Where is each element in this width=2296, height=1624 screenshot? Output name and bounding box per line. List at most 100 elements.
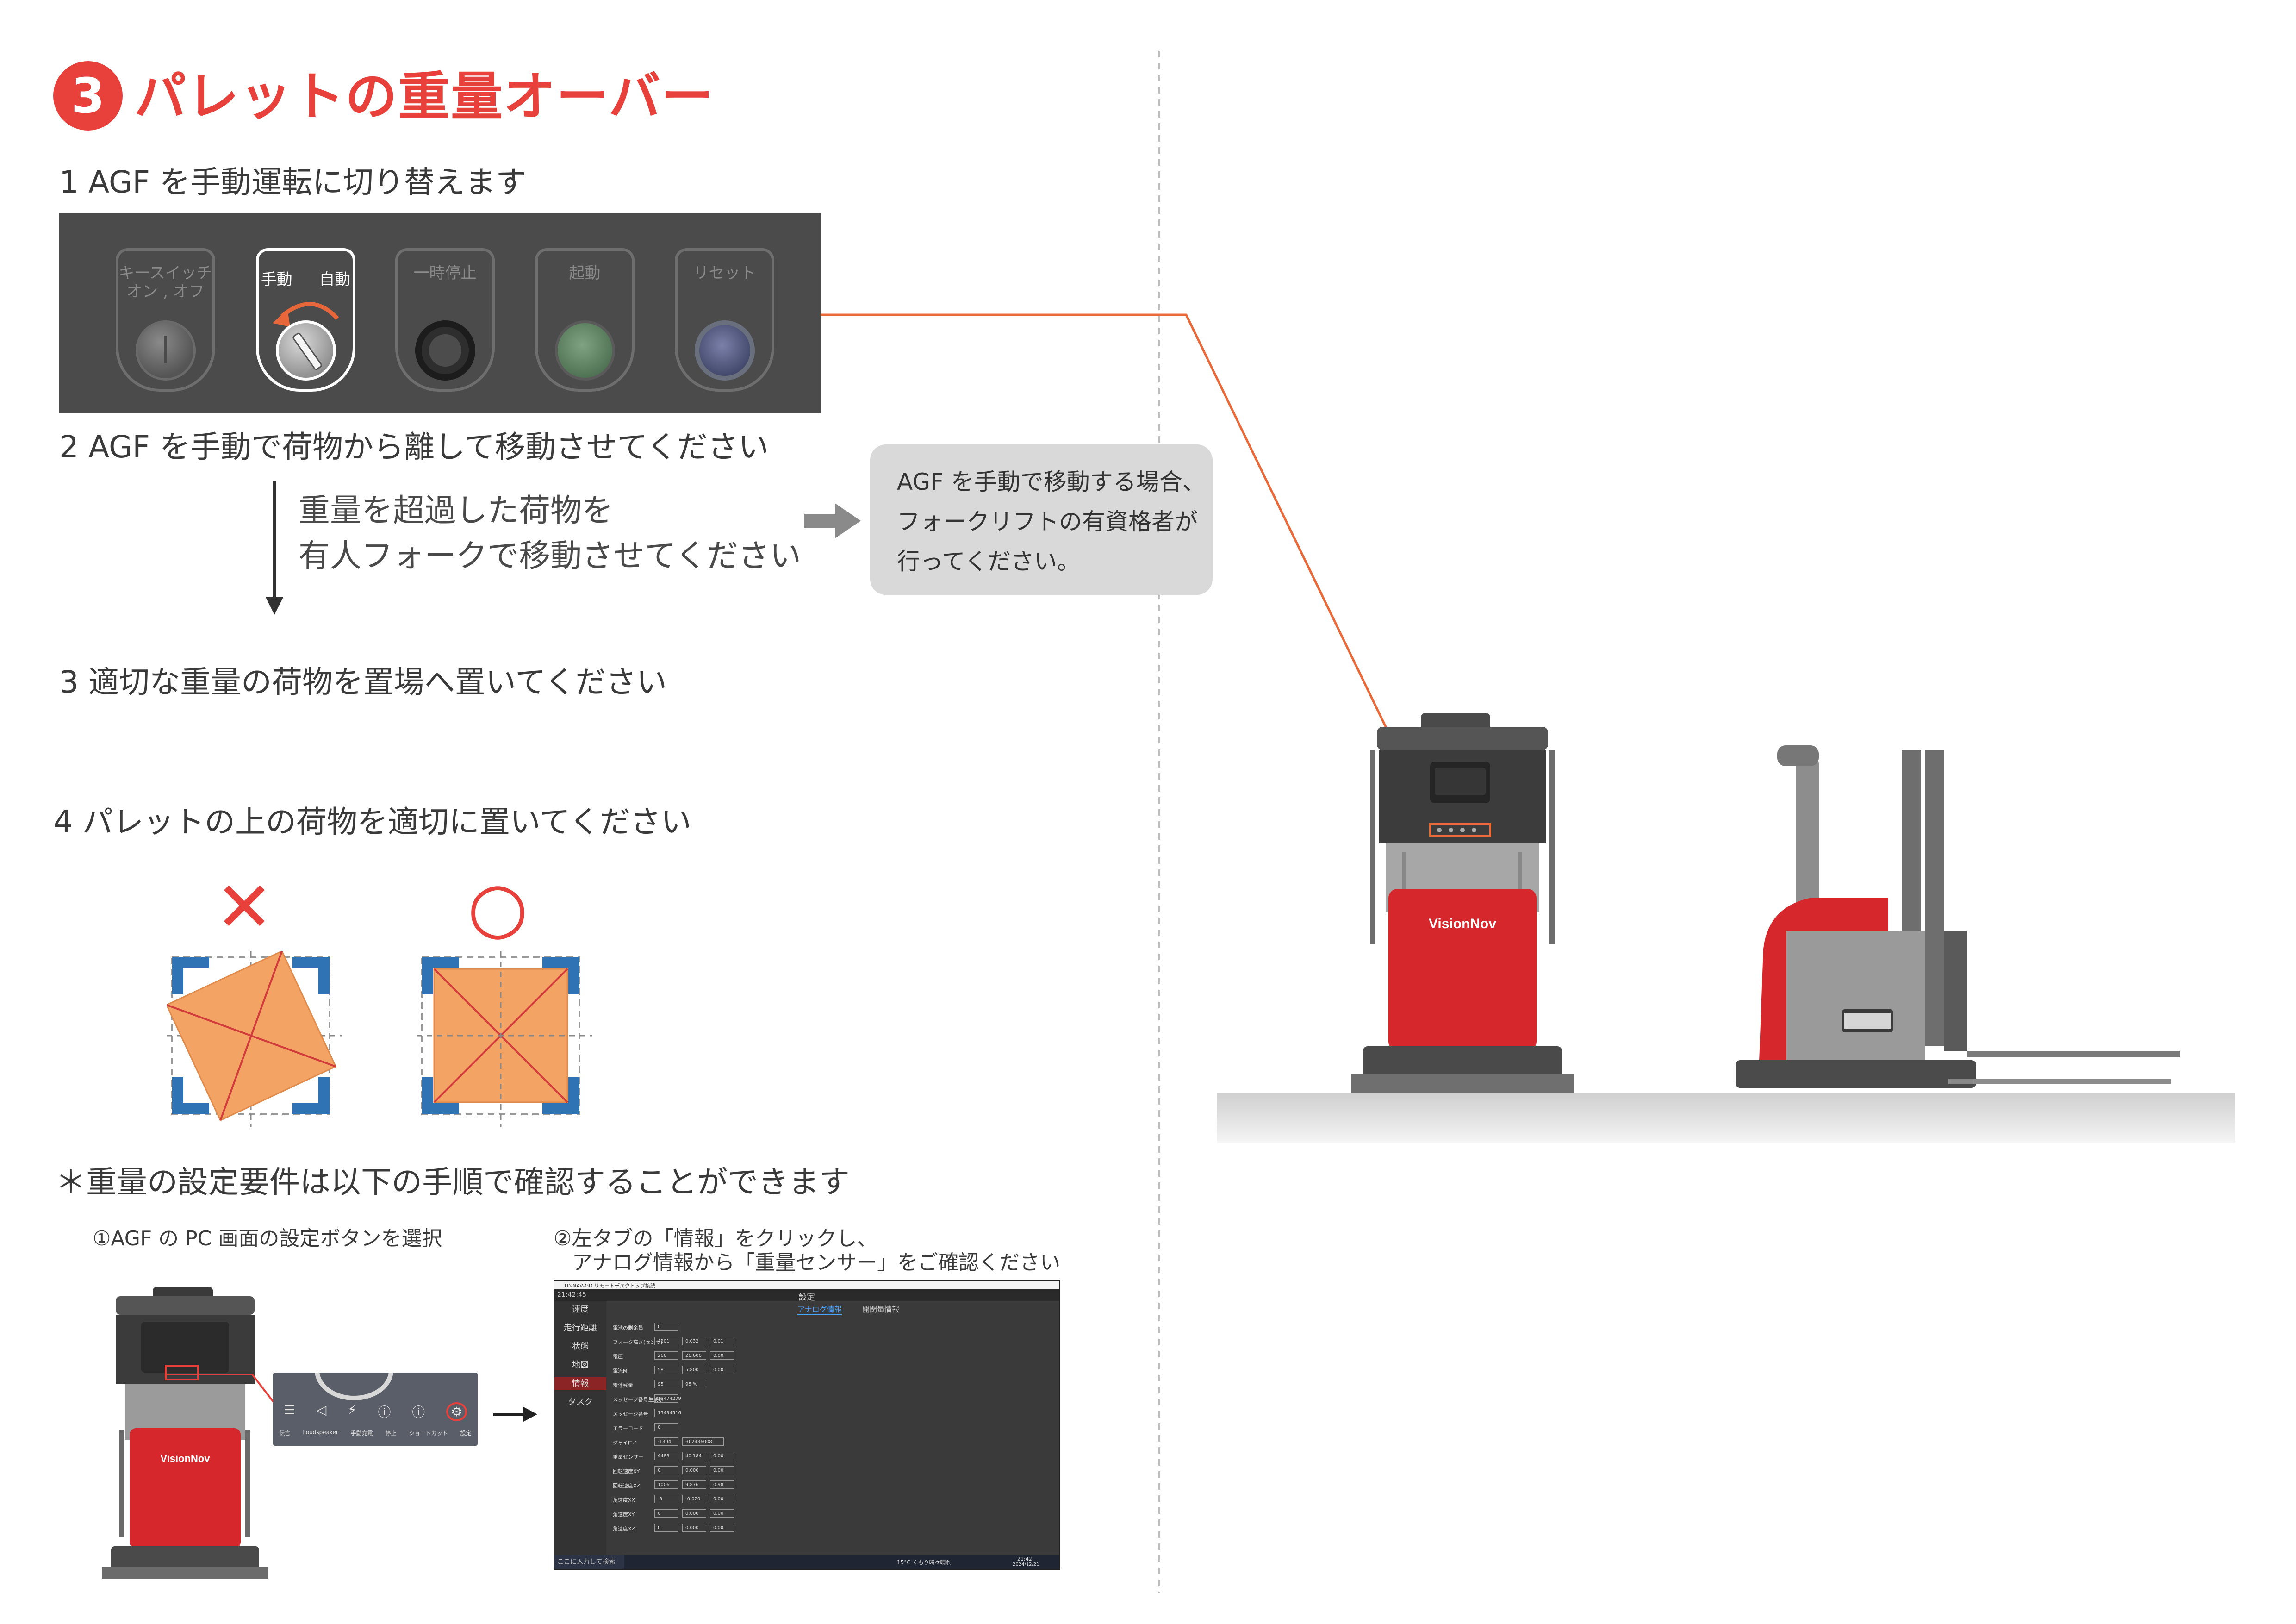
row-label: 回転速度XZ [613,1483,641,1489]
start-control: 起動 [535,248,635,392]
panel-connector-line [821,313,1440,837]
down-arrow-icon [266,481,283,615]
row-value: -1304 [654,1437,678,1446]
toolbar-label-loudspeaker: Loudspeaker [303,1429,338,1436]
toolbar-label-charge: 手動充電 [350,1430,373,1437]
row-label: 電池の剰余量 [613,1325,643,1331]
row-value: 0 [654,1423,678,1431]
row-label: メッセージ番号 [613,1411,648,1417]
row-value: 0.00 [710,1366,734,1374]
arrow-note: 重量を超過した荷物を 有人フォークで移動させてください [299,488,801,579]
screen-sidebar: 速度 走行距離 状態 地図 情報 タスク [554,1301,606,1555]
key-switch-label: キースイッチ [118,264,212,282]
forklift-illustration [1736,745,2180,1088]
row-value: -3 [654,1495,678,1503]
loudspeaker-icon[interactable]: ◁ [316,1402,327,1418]
mode-switch-control: 手動 自動 [256,248,355,392]
taskbar-clock: 21:42 [1017,1556,1032,1562]
row-label: 電圧 [613,1354,623,1360]
shortcut-icon[interactable]: ⓘ [412,1405,425,1420]
row-value: 0.00 [710,1509,734,1518]
row-label: 重量センサー [613,1454,643,1460]
auto-label: 自動 [319,270,351,289]
arrow-note-line-1: 重量を超過した荷物を [299,493,614,529]
step-2-text: 2 AGF を手動で荷物から離して移動させてください [59,429,769,465]
key-switch-knob-icon [135,320,196,381]
next-arrow-icon [493,1407,537,1422]
row-value: 0.00 [710,1524,734,1532]
sidebar-item-status[interactable]: 状態 [572,1342,589,1351]
row-value: 0.00 [710,1466,734,1474]
sidebar-item-map[interactable]: 地図 [572,1360,589,1370]
key-switch-control: キースイッチ オン , オフ [116,248,215,392]
requirements-sub-2-line-2: アナログ情報から「重量センサー」をご確認ください [572,1251,1061,1274]
toolbar-label-settings: 設定 [460,1430,472,1437]
row-value: 0 [654,1466,678,1474]
row-label: フォーク高さ(センサ) [613,1339,663,1345]
window-title: TD-NAV-GD リモートデスクトップ接続 [564,1283,655,1289]
row-label: 角速度XZ [613,1526,635,1532]
requirements-text: ＊重量の設定要件は以下の手順で確認することができます [56,1164,850,1200]
row-value: -0.020 [682,1495,706,1503]
row-label: 角速度XY [613,1512,635,1518]
step-1-text: 1 AGF を手動運転に切り替えます [59,164,527,200]
row-value: 9.876 [682,1480,706,1489]
correct-placement-diagram [417,951,592,1127]
toolbar-label-stop: 停止 [385,1430,397,1437]
taskbar-weather: 15°C くもり時々晴れ [897,1559,952,1566]
row-value: 15494516 [654,1409,681,1417]
pause-control: 一時停止 [395,248,495,392]
row-value: 0.000 [682,1524,706,1532]
row-label: エラーコード [613,1425,643,1431]
tab-open-close-info[interactable]: 開閉量情報 [862,1305,900,1314]
sidebar-item-speed[interactable]: 速度 [572,1305,589,1314]
row-value: 0.01 [710,1337,734,1345]
message-icon[interactable]: ☰ [283,1402,295,1418]
sidebar-item-info[interactable]: 情報 [554,1377,606,1390]
toolbar-label-shortcut: ショートカット [409,1430,448,1437]
floor [1217,1093,2235,1143]
step-3-text: 3 適切な重量の荷物を置場へ置いてください [59,664,667,700]
row-value: 0.00 [710,1452,734,1460]
row-value: 4201 [654,1337,678,1345]
row-value: 0.032 [682,1337,706,1345]
agf-robot-illustration: VisionNov [1351,713,1574,1093]
row-value: 26.600 [682,1351,706,1360]
row-value: 0 [654,1509,678,1518]
requirements-sub-1: ①AGF の PC 画面の設定ボタンを選択 [93,1227,442,1250]
small-robot-illustration: VisionNov [102,1287,268,1579]
section-number-badge: 3 [53,61,123,131]
manual-charge-icon[interactable]: ⚡ [348,1402,357,1418]
taskbar-date: 2024/12/21 [1013,1562,1039,1567]
settings-gear-icon[interactable]: ⚙ [446,1402,467,1421]
row-label: メッセージ番号生成ボ [613,1397,664,1403]
row-value: -0.2436008 [682,1437,724,1446]
row-value: 0.000 [682,1466,706,1474]
reset-button-icon [694,320,755,381]
arrow-note-line-2: 有人フォークで移動させてください [299,538,801,575]
row-label: 電池残量 [613,1382,633,1388]
mode-switch-knob-icon [275,320,336,381]
sidebar-item-task[interactable]: タスク [568,1397,593,1407]
wrong-placement-diagram [167,951,342,1127]
row-value: 0.00 [710,1495,734,1503]
callout-line-2: フォークリフトの有資格者が [897,508,1198,535]
callout-line-1: AGF を手動で移動する場合、 [897,468,1206,495]
tab-analog-info[interactable]: アナログ情報 [797,1303,842,1315]
row-label: 回転速度XY [613,1468,640,1474]
screen-header-title: 設定 [798,1293,815,1302]
small-robot-brand: VisionNov [160,1453,210,1464]
stop-icon[interactable]: ⓘ [378,1405,391,1420]
control-panel: キースイッチ オン , オフ 手動 自動 一時停止 起動 [59,213,821,413]
pause-label: 一時停止 [413,264,477,282]
screen-time: 21:42:45 [557,1291,586,1299]
row-value: 5.800 [682,1366,706,1374]
settings-screen: TD-NAV-GD リモートデスクトップ接続 21:42:45 設定 速度 走行… [554,1280,1060,1570]
toolbar-label-message: 伝言 [279,1430,291,1437]
taskbar-search[interactable]: ここに入力して検索 [554,1555,624,1569]
row-value: 0.98 [710,1480,734,1489]
sidebar-item-distance[interactable]: 走行距離 [564,1323,597,1333]
row-label: 電流M [613,1368,628,1374]
row-value: 58 [654,1366,678,1374]
row-value: 0.00 [710,1351,734,1360]
